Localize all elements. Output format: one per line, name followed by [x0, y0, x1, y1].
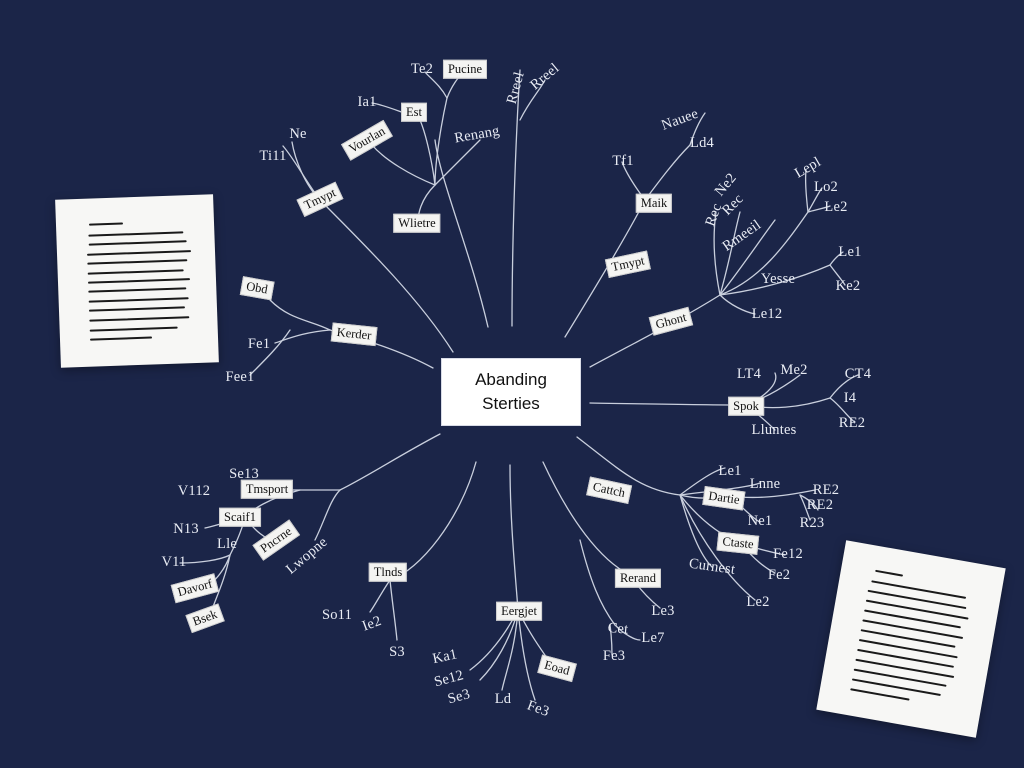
label-tf1: Tf1 [612, 152, 634, 169]
node-pucine: Pucine [442, 59, 488, 79]
label-re2-3: RE2 [806, 496, 834, 513]
label-ti11: Ti11 [259, 147, 287, 164]
label-te2: Te2 [410, 60, 434, 77]
document-sheet-left [55, 194, 219, 368]
node-tlnds: Tlnds [368, 562, 408, 582]
node-rerand: Rerand [614, 568, 662, 588]
label-le7-2: Le7 [641, 629, 665, 646]
label-fe2: Fe2 [767, 566, 791, 583]
label-n13: N13 [173, 520, 199, 537]
node-maik: Maik [635, 193, 673, 213]
label-le12: Le12 [751, 305, 783, 322]
label-i4: I4 [843, 389, 857, 406]
label-re2-1: RE2 [838, 414, 866, 431]
label-lt4: LT4 [736, 365, 762, 382]
label-ld4: Ld4 [690, 134, 714, 151]
label-fe1: Fe1 [247, 335, 271, 352]
label-lnne: Lnne [749, 475, 781, 492]
node-spok: Spok [728, 396, 764, 416]
label-s3: S3 [389, 643, 405, 660]
document-sheet-right [816, 540, 1006, 738]
label-lluntes: Lluntes [751, 421, 797, 438]
label-lo2: Lo2 [814, 178, 838, 195]
node-scaif1: Scaif1 [219, 507, 261, 527]
label-v11: V11 [161, 553, 187, 570]
central-node: Abanding Sterties [441, 358, 581, 426]
node-est: Est [401, 102, 427, 122]
label-re2-2: RE2 [812, 481, 840, 498]
label-v112: V112 [177, 482, 211, 499]
label-lle: Lle [217, 535, 237, 552]
label-le1: Le1 [838, 243, 862, 260]
label-fee1: Fee1 [225, 368, 255, 385]
label-ne1: Ne1 [747, 512, 773, 529]
label-fe3-2: Fe3 [602, 647, 626, 664]
label-r23: R23 [799, 514, 825, 531]
node-eergjet: Eergjet [496, 601, 542, 621]
label-yesse: Yesse [760, 270, 796, 287]
central-node-line1: Abanding [475, 370, 547, 389]
label-ke2: Ke2 [835, 277, 861, 294]
label-me2: Me2 [780, 361, 808, 378]
label-ld: Ld [494, 690, 512, 707]
label-fe12: Fe12 [773, 545, 803, 562]
label-se13: Se13 [229, 465, 259, 482]
node-wlietre: Wlietre [393, 213, 441, 233]
label-le2: Le2 [746, 593, 770, 610]
node-tmsport: Tmsport [240, 479, 294, 499]
label-ia1: Ia1 [357, 93, 377, 110]
label-ne: Ne [289, 125, 307, 142]
central-node-line2: Sterties [482, 394, 540, 413]
label-le1-2: Le1 [718, 462, 742, 479]
label-le7: Le2 [824, 198, 848, 215]
label-le3: Le3 [651, 602, 675, 619]
label-so11: So11 [321, 606, 353, 623]
label-ct4: CT4 [844, 365, 872, 382]
label-cet: Cet [606, 619, 630, 638]
